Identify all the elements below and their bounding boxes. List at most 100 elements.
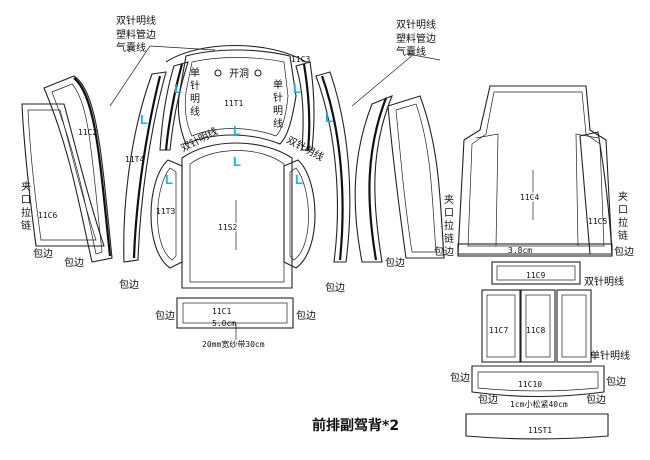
binding-label: 包边 [606,375,626,388]
marker-L: L [140,112,148,127]
dimension-3-8: 3.8cm [508,246,532,255]
svg-text:针: 针 [190,79,200,92]
zipper-right-4: 链 [618,229,628,242]
svg-text:明: 明 [273,105,283,117]
piece-code: 11ST1 [528,426,552,435]
top-arc [165,45,307,63]
right-inner-strip [295,61,315,151]
vent-hole-left [214,69,222,77]
piece-11C10: 11C10 [471,365,605,398]
right-annotation-leader-2 [407,53,441,61]
binding-label: 包边 [33,247,53,260]
zipper-left-4: 链 [21,219,31,232]
strip-3-8 [457,243,613,257]
right-outer-arc [315,71,351,263]
right-annotation-line-3: 气囊线 [396,45,426,58]
marker-L: L [325,110,333,125]
binding-label: 包边 [119,278,139,291]
single-c10-label: 单针明线 [590,349,630,362]
single-needle-left: 单 针 明 线 [190,67,200,118]
svg-text:针: 针 [273,91,283,104]
zipper-mid-1: 夹 [444,193,454,206]
elastic-label: 1cm小松紧40cm [510,399,568,409]
right-annotation-line-2: 塑料管边 [396,32,436,45]
piece-code: 11C4 [520,193,539,202]
binding-label: 包边 [450,371,470,384]
piece-11T4: 11T4 L [123,71,167,263]
piece-code: 11C5 [588,217,607,226]
marker-L: L [174,81,182,96]
piece-11S2: 11S2 L [181,142,293,289]
vent-hole-right [254,69,262,77]
binding-label: 包边 [155,309,175,322]
left-annotation-line-1: 双针明线 [116,14,156,27]
piece-code: 11T1 [224,99,243,108]
binding-label: 包边 [434,245,454,258]
zipper-left-1: 夹 [21,180,31,193]
left-annotation-leader [109,45,151,107]
marker-L: L [233,154,241,169]
right-arc-piece [354,95,393,263]
left-inner-strip [159,61,189,151]
piece-code: 11C9 [526,271,545,280]
marker-L: L [165,172,173,187]
piece-code: 11C1 [212,307,231,316]
single-needle-right: 单 针 明 线 [273,79,283,130]
zipper-left-3: 拉 [21,206,31,219]
zipper-right-3: 拉 [618,216,628,229]
zipper-right-1: 夹 [618,190,628,203]
piece-11C9: 11C9 [491,261,581,285]
binding-label: 包边 [64,256,84,269]
left-inner-strip-stitch [164,63,184,151]
left-annotation-line-3: 气囊线 [116,41,146,54]
piece-11C5: 11C5 [579,131,613,255]
svg-text:单: 单 [190,67,200,79]
vent-hole-label: 开洞 [229,68,249,80]
binding-label: 包边 [586,393,606,406]
marker-L: L [295,172,303,187]
binding-label: 包边 [614,245,634,258]
piece-11T3-mirror: L [283,159,316,269]
zipper-mid-3: 拉 [444,219,454,232]
zipper-mid-4: 链 [444,232,454,245]
piece-11C4: 11C4 [457,85,613,255]
left-annotation-line-2: 塑料管边 [116,28,156,41]
piece-code: 11C8 [526,326,545,335]
right-annotation-leader [351,53,415,107]
piece-11C1: 11C1 5.0cm [176,297,294,329]
zipper-left-2: 口 [21,195,31,206]
double-right-arc: 双针明线 [285,133,326,163]
dimension-5-0: 5.0cm [212,319,236,328]
tape-label: 20mm宽纱带30cm [202,339,265,349]
piece-11C6: 11C6 [21,103,105,247]
binding-label: 包边 [385,256,405,269]
svg-text:明: 明 [190,93,200,105]
binding-label: 包边 [478,393,498,406]
piece-11T1: 开洞 11T1 L [177,49,297,145]
piece-11C7-mirror [556,289,592,363]
piece-code: 11C2 [78,128,97,137]
piece-code: 11C6 [38,211,57,220]
piece-code: 11C7 [489,326,508,335]
right-annotation-line-1: 双针明线 [396,18,436,31]
piece-11ST1: 11ST1 [465,413,609,440]
piece-code: 11C10 [518,380,542,389]
right-inner-strip-stitch [302,63,311,151]
svg-text:单: 单 [273,79,283,91]
left-annotation-leader-2 [149,45,216,51]
piece-11C2: 11C2 [43,75,113,263]
marker-L: L [233,123,241,138]
piece-code: 11T4 [125,155,144,164]
marker-L: L [293,81,301,96]
binding-label: 包边 [296,309,316,322]
binding-label: 包边 [325,281,345,294]
right-mirror-11C2 [387,95,445,259]
piece-11T3: 11T3 L [150,159,183,269]
piece-code: 11S2 [218,223,237,232]
svg-text:线: 线 [273,117,283,130]
piece-11C8: 11C8 [520,289,556,363]
svg-text:线: 线 [190,105,200,118]
piece-code-11C3: 11C3 [291,55,310,64]
